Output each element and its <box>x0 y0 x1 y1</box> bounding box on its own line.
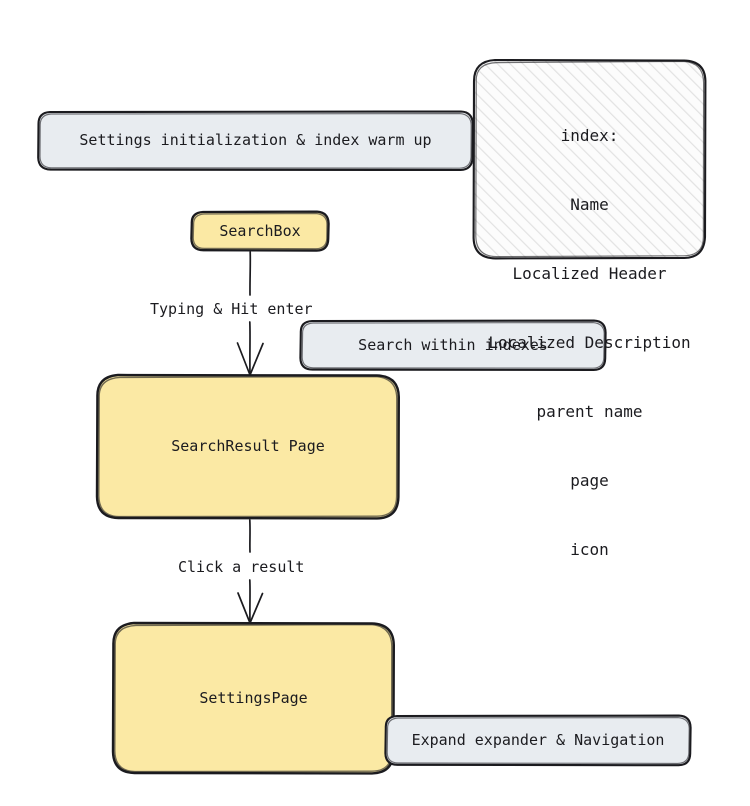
expand-expander-note-shape <box>384 714 692 767</box>
node-index-note[interactable] <box>472 58 707 260</box>
settings-page-shape-sketch <box>114 623 393 773</box>
edge-searchresult-to-settingspage <box>237 519 264 624</box>
index-note-shape-sketch <box>475 60 705 258</box>
search-result-page-shape-sketch <box>98 375 398 518</box>
search-box-shape <box>190 210 330 252</box>
expand-expander-note-shape-sketch <box>386 717 690 764</box>
search-within-indexes-shape <box>299 319 607 372</box>
settings-init-note-shape <box>37 110 474 172</box>
index-note-shape <box>472 58 707 260</box>
search-box-shape-sketch <box>192 212 328 250</box>
search-within-indexes-shape-sketch <box>301 322 605 369</box>
edge-searchbox-to-searchresult <box>236 251 264 376</box>
settings-init-note-shape-sketch <box>39 113 472 169</box>
search-result-page-shape <box>95 373 400 520</box>
node-expand-expander-note[interactable] <box>384 714 692 767</box>
node-settings-page[interactable] <box>111 621 395 775</box>
node-search-result-page[interactable] <box>95 373 400 520</box>
node-settings-init-note[interactable] <box>37 110 474 172</box>
node-search-box[interactable] <box>190 210 330 252</box>
settings-page-shape <box>111 621 395 775</box>
node-search-within-indexes-note[interactable] <box>299 319 607 372</box>
